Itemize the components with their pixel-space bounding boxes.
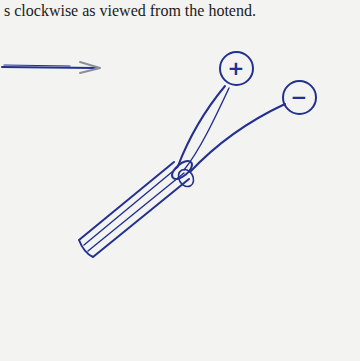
caption-text: s clockwise as viewed from the hotend. <box>4 2 256 20</box>
negative-terminal: − <box>282 80 317 115</box>
arrow-stroke <box>4 65 70 66</box>
wire-loop <box>175 167 196 190</box>
polarity-sign: − <box>291 87 308 107</box>
arrow-head <box>80 62 100 73</box>
cable-stripes <box>84 167 184 251</box>
polarity-sign: + <box>228 58 245 78</box>
positive-wire-edge <box>184 88 229 170</box>
negative-wire <box>190 104 285 172</box>
arrow-shaft <box>2 67 96 68</box>
positive-terminal: + <box>219 51 254 86</box>
positive-wire <box>178 86 225 166</box>
